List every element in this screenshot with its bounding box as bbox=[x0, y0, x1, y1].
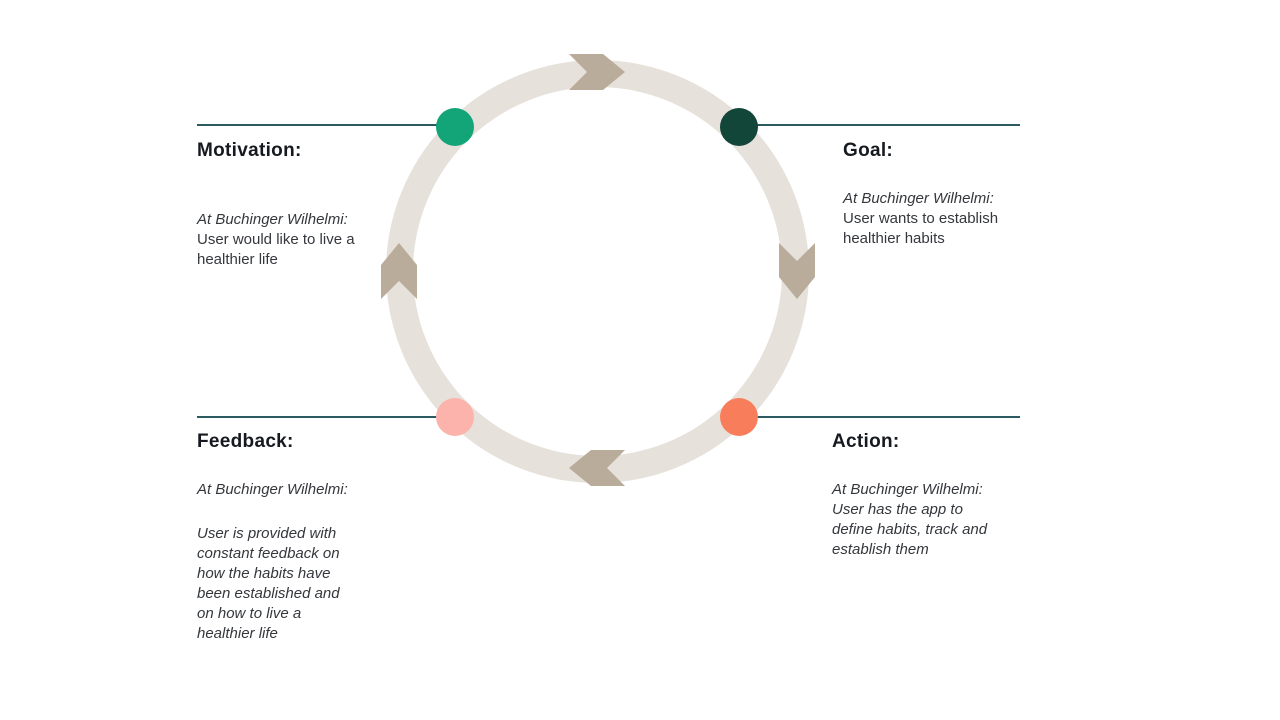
cycle-arrow-right-icon bbox=[779, 243, 815, 299]
action-body: User has the app to define habits, track… bbox=[832, 501, 988, 558]
section-motivation: Motivation: At Buchinger Wilhelmi: User … bbox=[197, 140, 412, 270]
motivation-intro: At Buchinger Wilhelmi: bbox=[197, 211, 348, 228]
section-action: Action: At Buchinger Wilhelmi: User has … bbox=[832, 431, 1047, 560]
motivation-title: Motivation: bbox=[197, 140, 302, 161]
cycle-arrow-left-icon bbox=[381, 243, 417, 299]
goal-body: User wants to establish healthier habits bbox=[843, 210, 999, 247]
feedback-title: Feedback: bbox=[197, 431, 294, 452]
feedback-divider-line bbox=[197, 416, 455, 418]
motivation-body: User would like to live a healthier life bbox=[197, 231, 355, 268]
section-feedback: Feedback: At Buchinger Wilhelmi: User is… bbox=[197, 431, 412, 644]
action-dot bbox=[720, 398, 758, 436]
action-divider-line bbox=[739, 416, 1020, 418]
motivation-divider-line bbox=[197, 124, 455, 126]
action-intro: At Buchinger Wilhelmi: bbox=[832, 481, 983, 498]
action-title: Action: bbox=[832, 431, 900, 452]
section-goal: Goal: At Buchinger Wilhelmi: User wants … bbox=[843, 140, 1058, 249]
feedback-dot bbox=[436, 398, 474, 436]
cycle-arrow-bottom-icon bbox=[569, 450, 625, 486]
goal-dot bbox=[720, 108, 758, 146]
goal-intro: At Buchinger Wilhelmi: bbox=[843, 190, 994, 207]
feedback-body: User is provided with constant feedback … bbox=[197, 525, 340, 642]
motivation-dot bbox=[436, 108, 474, 146]
goal-title: Goal: bbox=[843, 140, 894, 161]
feedback-intro: At Buchinger Wilhelmi: bbox=[197, 481, 348, 498]
cycle-arrow-top-icon bbox=[569, 54, 625, 90]
goal-divider-line bbox=[739, 124, 1020, 126]
